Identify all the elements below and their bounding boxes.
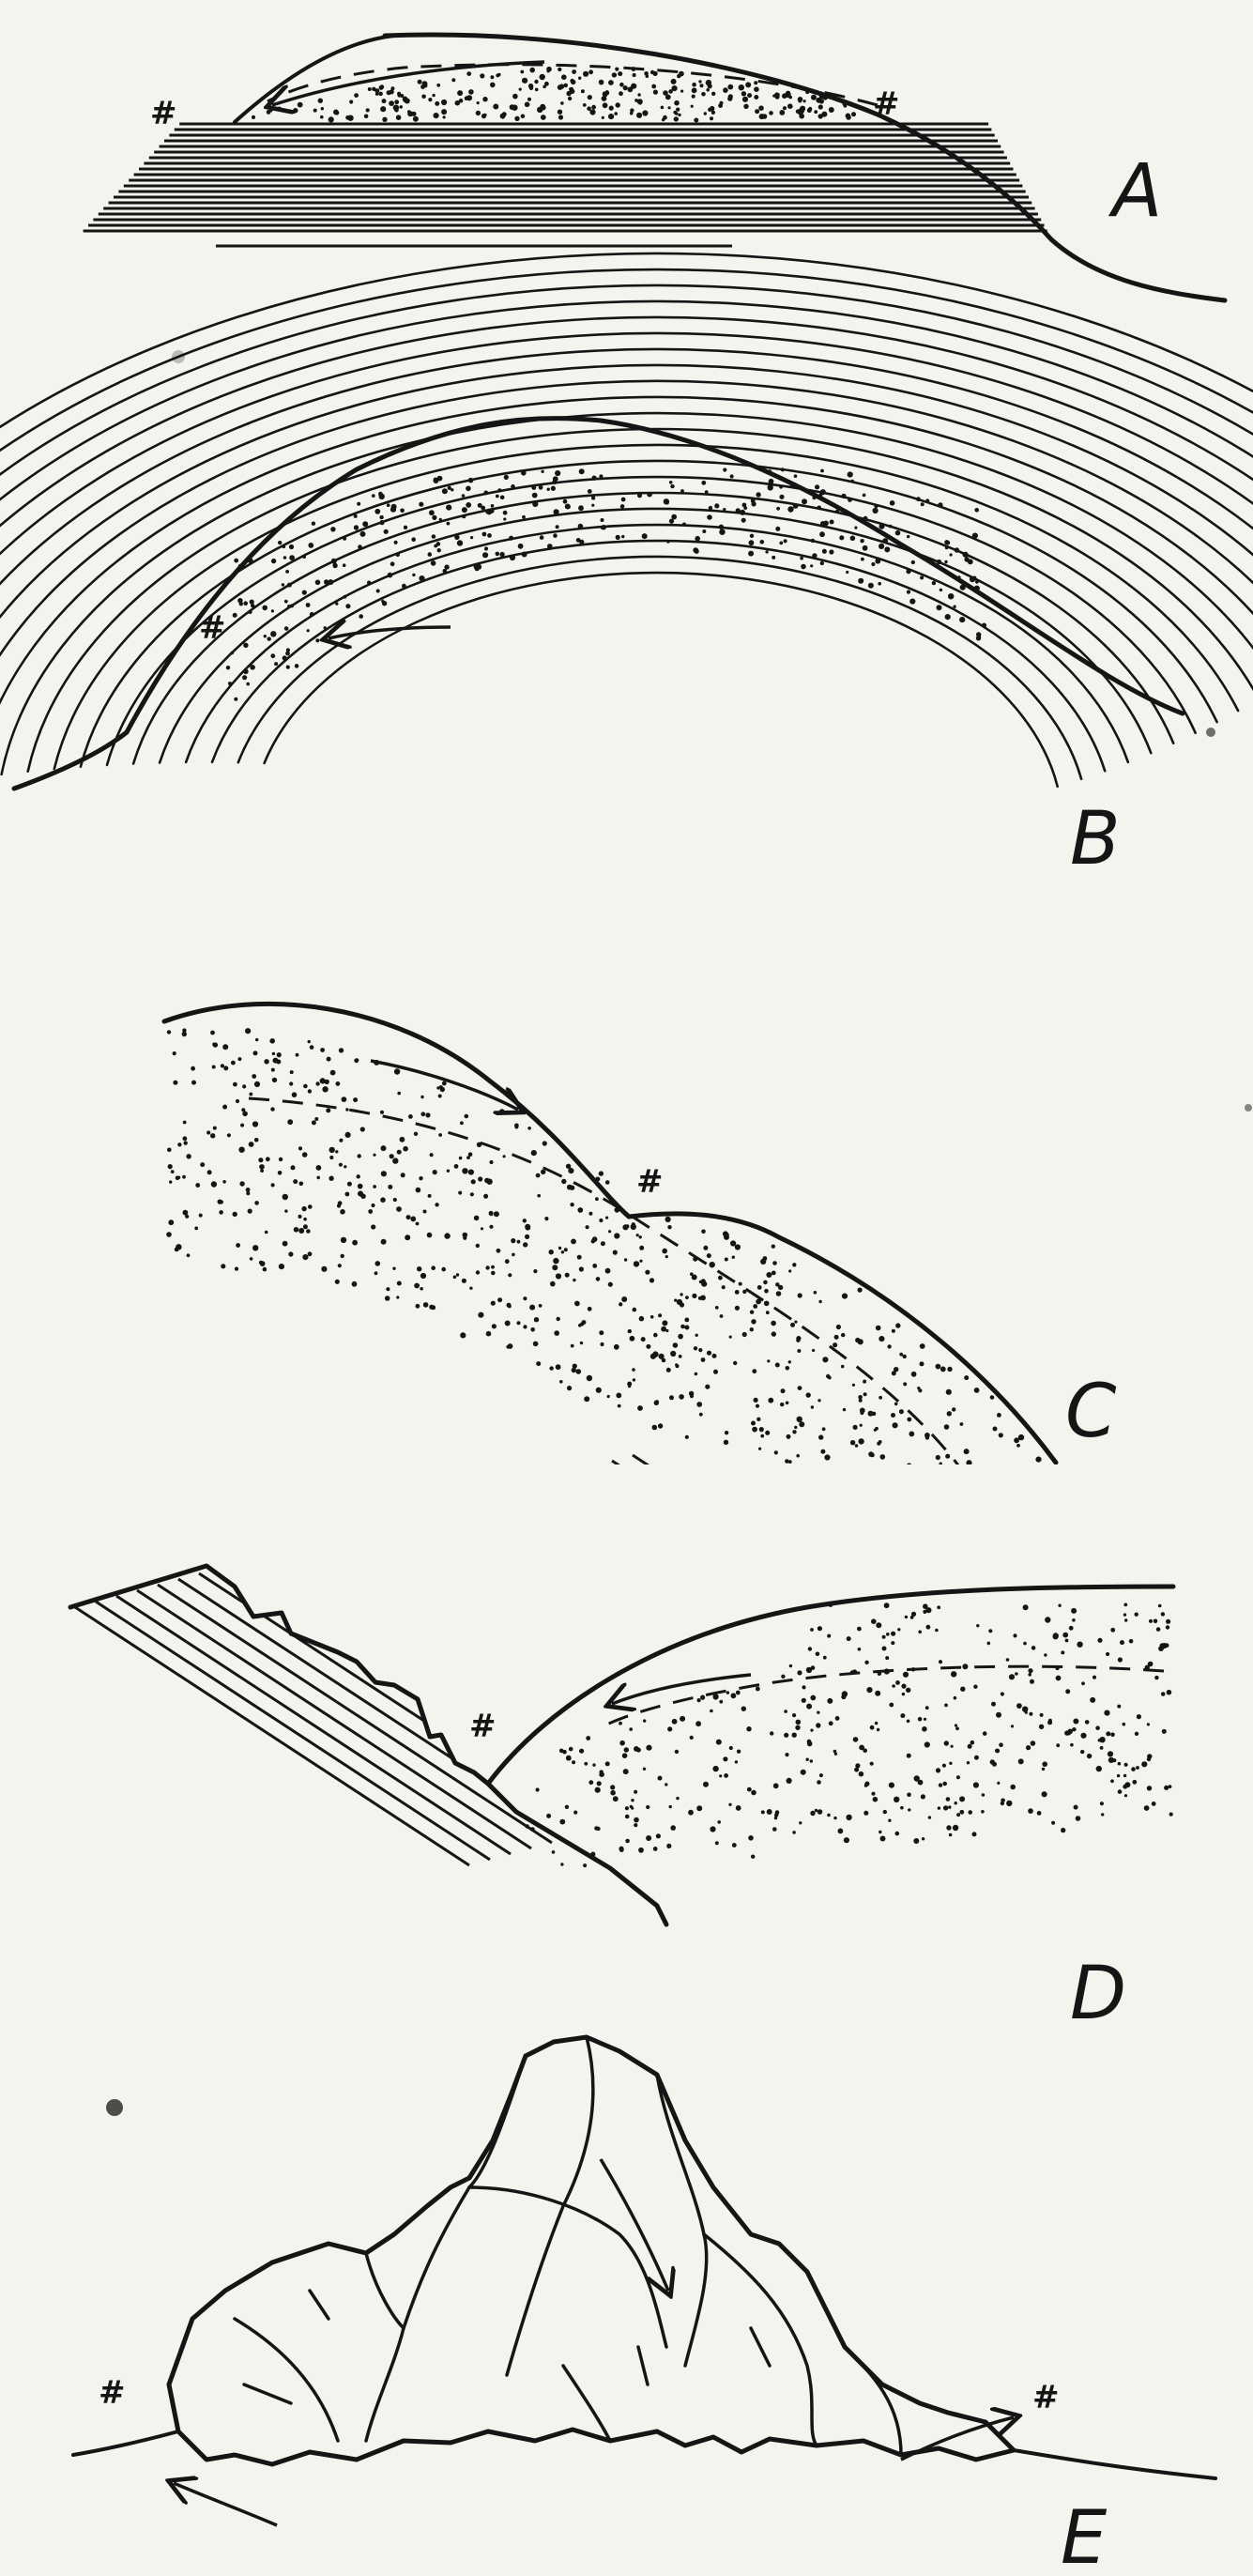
panel-b-ground-profile <box>14 419 1183 789</box>
panel-d-label: D <box>1070 1952 1126 2036</box>
panel-e: # # E <box>73 2037 1215 2576</box>
panel-e-label: E <box>1061 2496 1108 2576</box>
panel-b-label: B <box>1070 797 1121 882</box>
panel-d-bedrock-hatch <box>0 1455 1220 1953</box>
panel-c-ground-profile <box>164 1004 1056 1463</box>
panel-a-right-marker: # <box>873 85 900 123</box>
panel-c-debris-stipple <box>166 1028 1041 1485</box>
panel-e-right-marker: # <box>1032 2379 1060 2416</box>
panel-b-marker: # <box>199 609 226 647</box>
panel-e-center-arrow <box>601 2159 668 2291</box>
panel-d: # D <box>0 1455 1220 2036</box>
panel-a: # # A <box>84 35 1225 300</box>
panel-c: # C <box>164 1004 1117 1485</box>
panel-b: # B <box>0 253 1253 882</box>
panel-a-slide-mass-stipple <box>252 67 856 123</box>
panel-d-marker: # <box>469 1708 497 1745</box>
panel-e-ground-line <box>73 2431 1215 2478</box>
panel-b-bedding-arcs <box>0 253 1253 826</box>
panel-a-label: A <box>1108 149 1162 234</box>
panel-e-left-marker: # <box>99 2374 126 2412</box>
panel-a-bedding-hatch <box>84 124 1047 246</box>
panel-a-left-marker: # <box>150 95 177 132</box>
panel-c-slip-surface <box>249 1098 971 1483</box>
panel-c-label: C <box>1065 1370 1117 1454</box>
panel-c-marker: # <box>636 1163 664 1201</box>
panel-e-left-arrow <box>174 2483 277 2525</box>
